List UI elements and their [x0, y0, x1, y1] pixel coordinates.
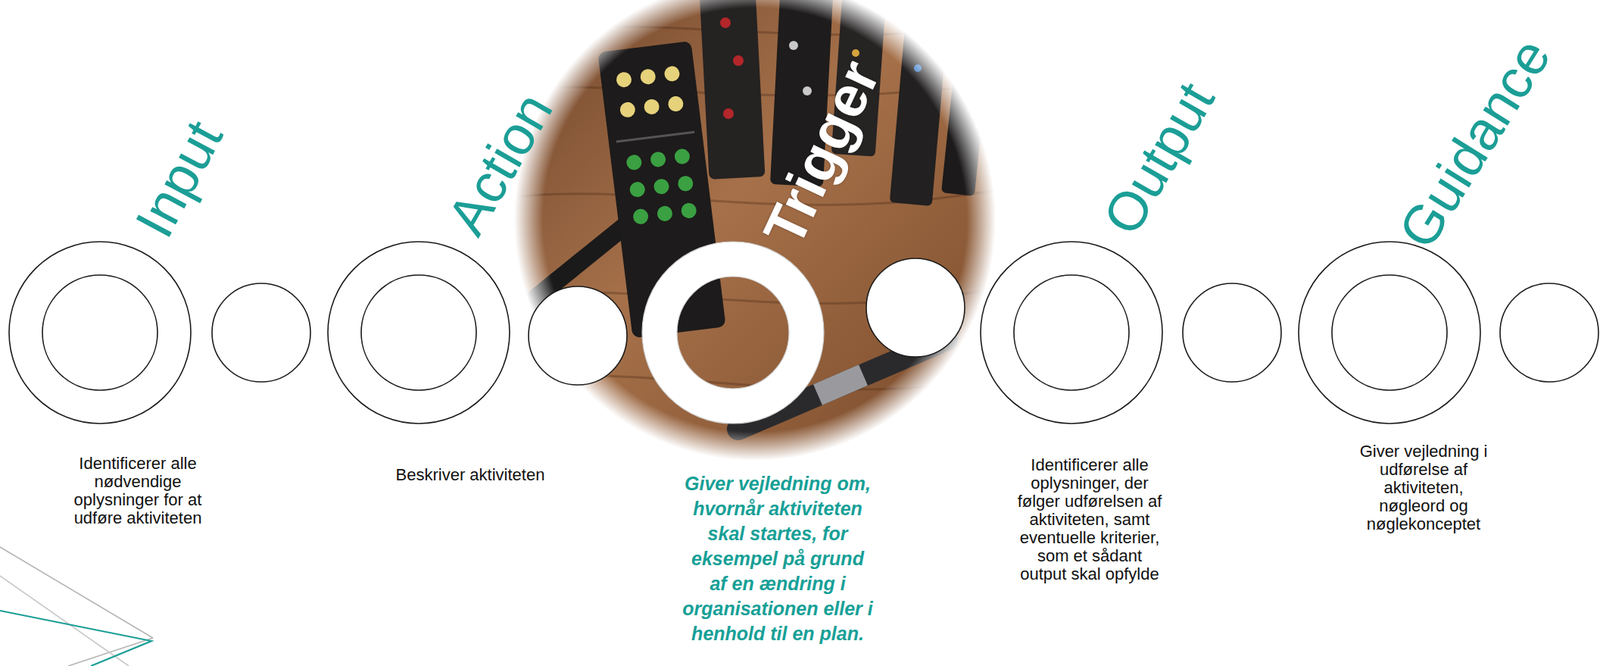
wood-surface: [507, 0, 1008, 470]
corner-lines: [0, 546, 153, 666]
domino-dot: [649, 150, 667, 168]
inner-circle: [1013, 274, 1130, 390]
outer-circle: [980, 241, 1163, 424]
domino-dot: [732, 55, 744, 66]
domino-dot: [802, 86, 812, 96]
domino-dot: [720, 17, 731, 29]
domino-dot: [851, 49, 860, 57]
corner-line: [0, 610, 152, 666]
domino-dot: [663, 65, 680, 82]
domino: [889, 6, 949, 206]
stage-node: InputIdentificerer alle nødvendige oplys…: [8, 240, 192, 425]
domino-dot: [723, 108, 734, 119]
stage-node: ActionBeskriver aktiviteten: [327, 240, 511, 425]
domino-dot: [789, 40, 799, 50]
stage-description: Identificerer alle oplysninger, der følg…: [1013, 455, 1166, 584]
inner-circle: [42, 274, 158, 390]
stage-ring: [1297, 240, 1482, 425]
link-circle: [528, 286, 627, 385]
domino-dot: [913, 64, 922, 72]
domino-dot: [639, 68, 657, 85]
link-circle: [1182, 283, 1282, 382]
stage-ring: [327, 240, 511, 425]
ring-band: [642, 241, 824, 424]
link-circle: [212, 283, 311, 382]
inner-circle: [361, 274, 477, 390]
link-circle: [1500, 283, 1599, 382]
link-circle: [866, 258, 965, 357]
stage-description: Giver vejledning i udførelse af aktivite…: [1356, 442, 1491, 534]
domino-photo: [507, 0, 1008, 470]
domino: [941, 49, 990, 197]
domino-dot: [629, 180, 646, 198]
domino-dot: [652, 177, 670, 195]
stage-ring: [641, 240, 825, 425]
pen-band: [817, 374, 864, 395]
domino-dot: [680, 202, 698, 219]
stage-description: Identificerer alle nødvendige oplysninge…: [62, 454, 214, 528]
stage-ring: [979, 240, 1164, 425]
corner-line: [68, 637, 153, 666]
domino-dot: [656, 205, 674, 222]
stage-description: Beskriver aktiviteten: [371, 465, 569, 484]
stage-heading: Input: [126, 112, 232, 245]
stage-ring: [8, 240, 192, 425]
domino-dot: [642, 98, 660, 116]
domino-dot: [667, 95, 684, 113]
domino-dot: [676, 174, 694, 192]
outer-circle: [327, 241, 510, 424]
domino-dot: [632, 208, 649, 225]
domino: [698, 0, 765, 180]
stage-node: OutputIdentificerer alle oplysninger, de…: [979, 240, 1164, 425]
inner-circle: [1331, 274, 1448, 390]
domino-dot: [673, 147, 691, 165]
stage-node: GuidanceGiver vejledning i udførelse af …: [1297, 240, 1482, 425]
outer-circle: [9, 241, 191, 424]
stage-heading: Output: [1094, 73, 1223, 243]
domino-dot: [615, 71, 633, 88]
corner-line: [0, 575, 129, 666]
stage-node: TriggerGiver vejledning om, hvornår akti…: [641, 240, 825, 425]
domino-dot: [619, 101, 637, 119]
domino-dot: [625, 153, 643, 171]
domino-divider: [616, 131, 695, 142]
stage-heading: Guidance: [1389, 29, 1560, 257]
outer-circle: [1298, 241, 1481, 424]
stage-description: Giver vejledning om, hvornår aktiviteten…: [680, 470, 875, 646]
